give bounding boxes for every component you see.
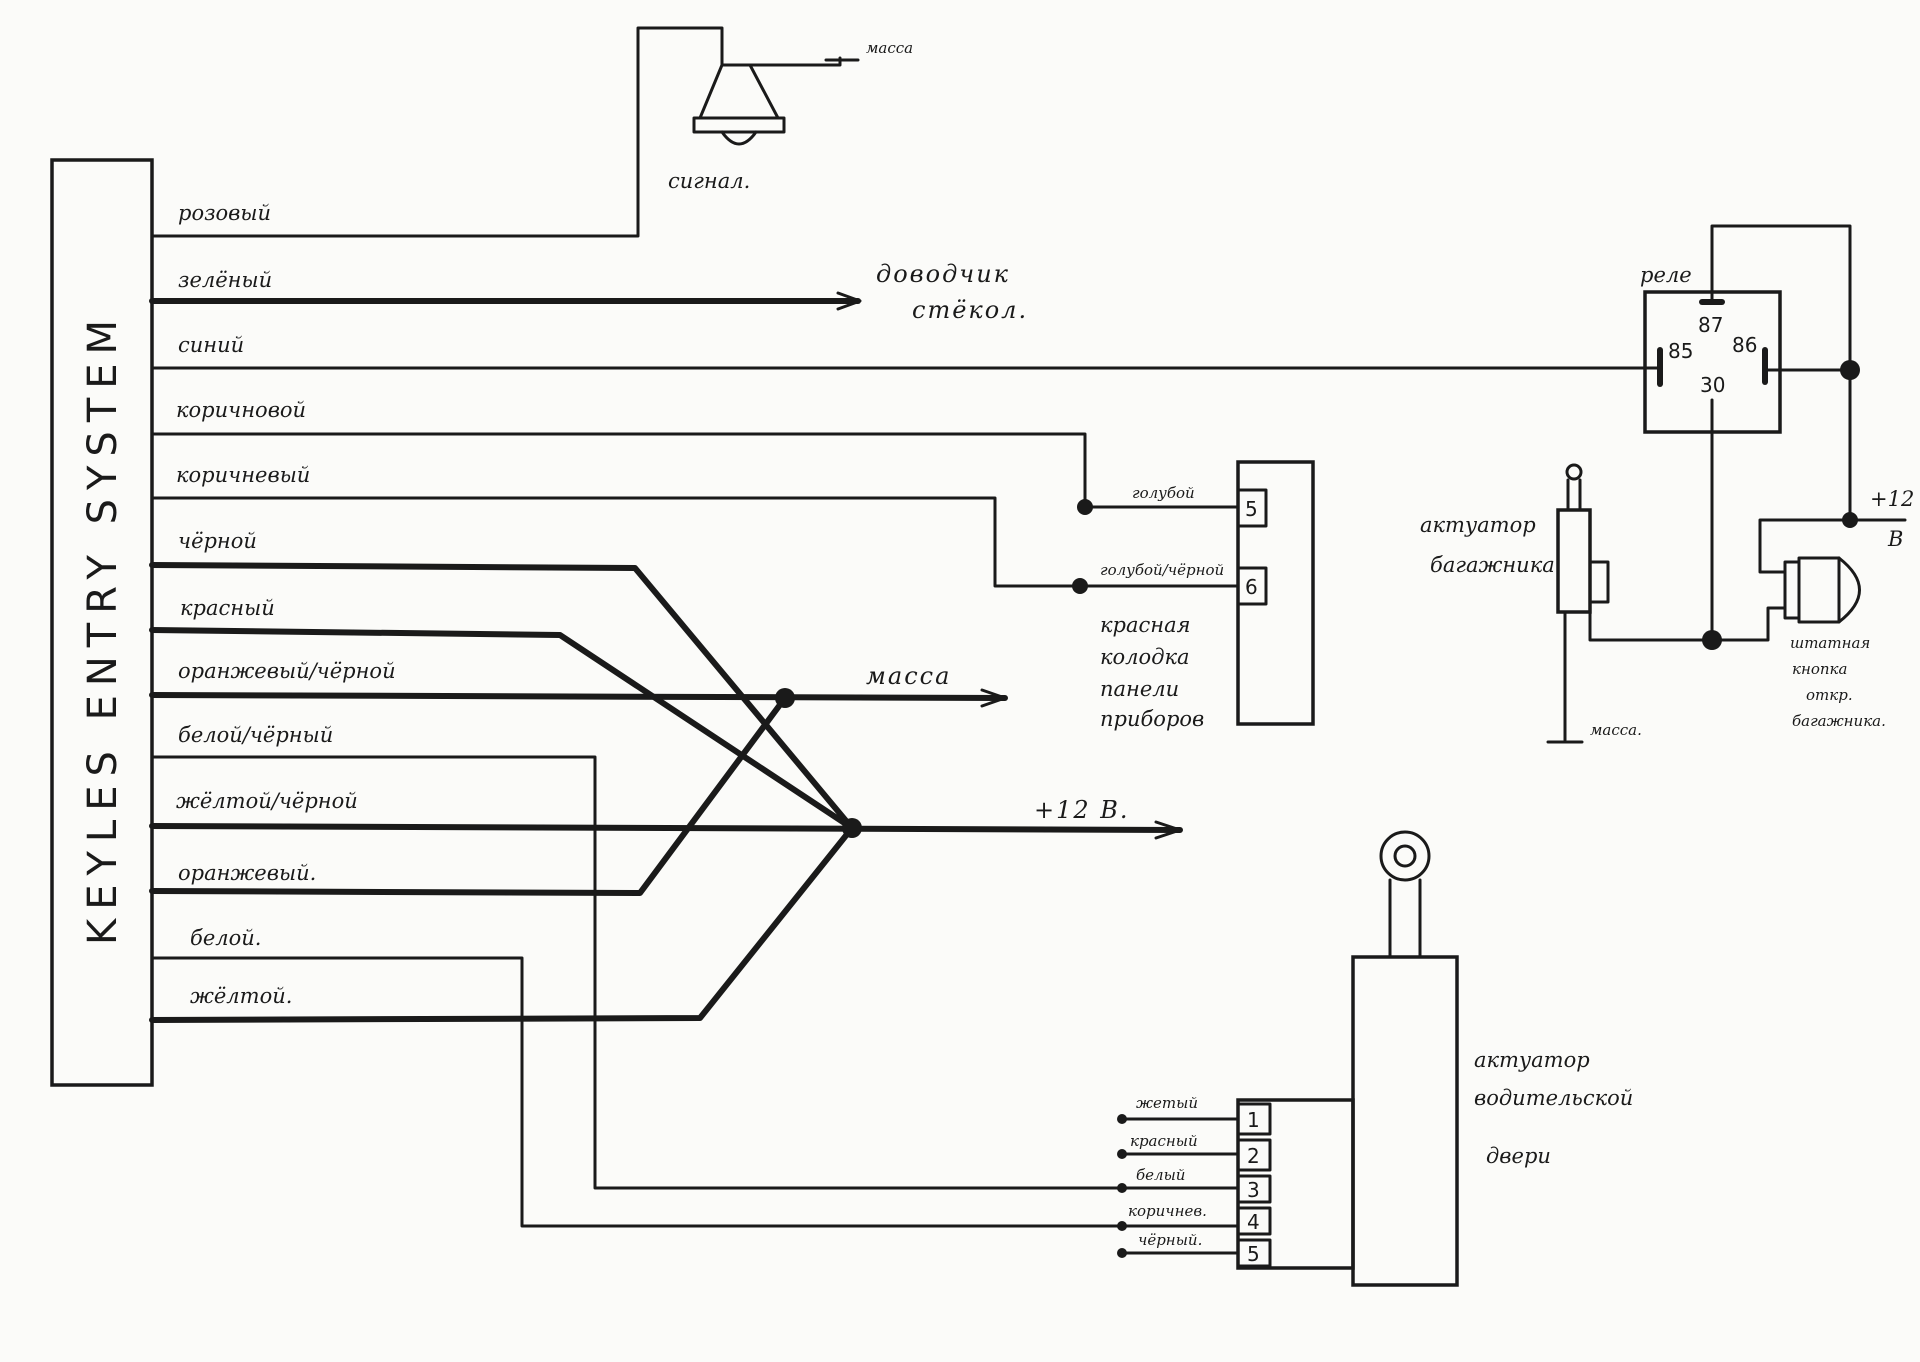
door-pin-4-number: 4 [1247,1210,1260,1234]
door-actuator-caption-2: водительской [1474,1086,1633,1110]
wire-label-black: чёрной [178,529,257,553]
door-actuator-pins [1117,1114,1240,1258]
splice-plus12 [842,818,862,838]
door-pin4-wire-label: коричнев. [1128,1202,1207,1220]
wire-yellow [149,825,855,1023]
window-closer-label-1: доводчик [876,260,1010,288]
connector-pin-6-number: 6 [1245,575,1258,599]
wire-orange [149,695,788,896]
wire-pink [150,26,724,238]
wire-label-green: зелёный [178,268,272,292]
trunk-button-caption-4: багажника. [1792,712,1886,730]
plus12-right-label-2: В [1887,527,1903,551]
relay-pin-87: 87 [1698,313,1723,337]
wire-to-trunk-button [1710,606,1787,642]
door-pin-5 [1236,1238,1272,1268]
door-pin3-wire-label: белый [1136,1166,1185,1184]
trunk-actuator-label-2: багажника [1430,553,1555,577]
trunk-button-caption-3: откр. [1806,686,1853,704]
connector-caption-3: панели [1100,677,1179,701]
wire-label-white-black: белой/чёрный [178,723,333,747]
door-pin-1-number: 1 [1247,1108,1260,1132]
door-actuator-caption-1: актуатор [1474,1048,1590,1072]
wire-label-pink: розовый [178,201,271,225]
siren-label: сигнал. [668,169,750,193]
door-pin-3-number: 3 [1247,1178,1260,1202]
keyless-unit-title: KEYLES ENTRY SYSTEM [80,311,126,945]
trunk-actuator-label-1: актуатор [1420,513,1536,537]
door-pin-2-number: 2 [1247,1144,1260,1168]
wire-yellow-black [149,823,1183,833]
splice-connector-pin6 [1072,578,1088,594]
connector-caption-2: колодка [1100,645,1190,669]
wire-label-orange: оранжевый. [178,861,316,885]
door-pin5-wire-label: чёрный. [1138,1231,1202,1249]
trunk-button-icon [1783,556,1861,624]
trunk-button-caption-2: кнопка [1792,660,1847,678]
door-pin1-wire-label: жетый [1136,1094,1198,1112]
wire-white [150,956,1240,1228]
wire-black [149,562,855,831]
door-pin-2 [1236,1138,1272,1172]
connector-pin6-wire-label: голубой/чёрной [1100,561,1224,579]
wire-label-red: красный [180,596,275,620]
arrow-ground [980,688,1007,708]
wire-relay-87-loop [1710,224,1852,372]
relay-pin-30: 30 [1700,373,1725,397]
siren-ground-label: масса [866,39,913,57]
relay-label: реле [1640,263,1692,287]
wire-label-blue: синий [178,333,244,357]
trunk-actuator-ground-label: масса. [1590,721,1642,739]
trunk-actuator-icon [1556,463,1610,614]
window-closer-label-2: стёкол. [912,296,1028,324]
splice-connector-pin5 [1077,499,1093,515]
wire-white-black [150,755,1240,1190]
siren-icon [692,63,786,146]
connector-pin-5 [1236,488,1268,528]
wire-label-brown-2: коричневый [176,463,310,487]
door-pin-3 [1236,1174,1272,1204]
door-pin-5-number: 5 [1247,1242,1260,1266]
door-actuator-body [1351,955,1459,1287]
connector-pin5-wire-label: голубой [1132,484,1195,502]
relay-pin-85: 85 [1668,339,1693,363]
door-pin-1 [1236,1102,1272,1136]
wire-label-brown-1: коричновой [176,398,306,422]
connector-pin-5-number: 5 [1245,497,1258,521]
ground-label: масса [866,662,951,690]
splice-ground [775,688,795,708]
plus12-label: +12 В. [1034,796,1130,824]
wire-trunk-actuator [1588,610,1714,642]
wire-label-white: белой. [190,926,261,950]
keyless-unit-box [50,158,154,1087]
door-pin2-wire-label: красный [1130,1132,1198,1150]
door-actuator-caption-3: двери [1486,1144,1551,1168]
connector-caption-4: приборов [1100,707,1204,731]
relay-pin-86: 86 [1732,333,1757,357]
wire-label-yellow: жёлтой. [190,984,292,1008]
door-actuator-rod [1379,830,1431,959]
wire-trunk-button-top [1758,518,1852,574]
door-pin-4 [1236,1206,1272,1236]
wire-label-yellow-black: жёлтой/чёрной [176,789,358,813]
wire-orange-black [149,692,1008,701]
plus12-right-label-1: +12 [1870,487,1914,511]
arrow-window-closer [836,291,862,311]
wire-brown-1 [150,432,1240,509]
wire-label-orange-black: оранжевый/чёрной [178,659,396,683]
trunk-button-caption-1: штатная [1790,634,1870,652]
wire-red [149,627,855,831]
wire-brown-2 [150,496,1240,588]
arrow-plus12 [1154,820,1182,840]
connector-caption-1: красная [1100,613,1191,637]
connector-pin-6 [1236,566,1268,606]
